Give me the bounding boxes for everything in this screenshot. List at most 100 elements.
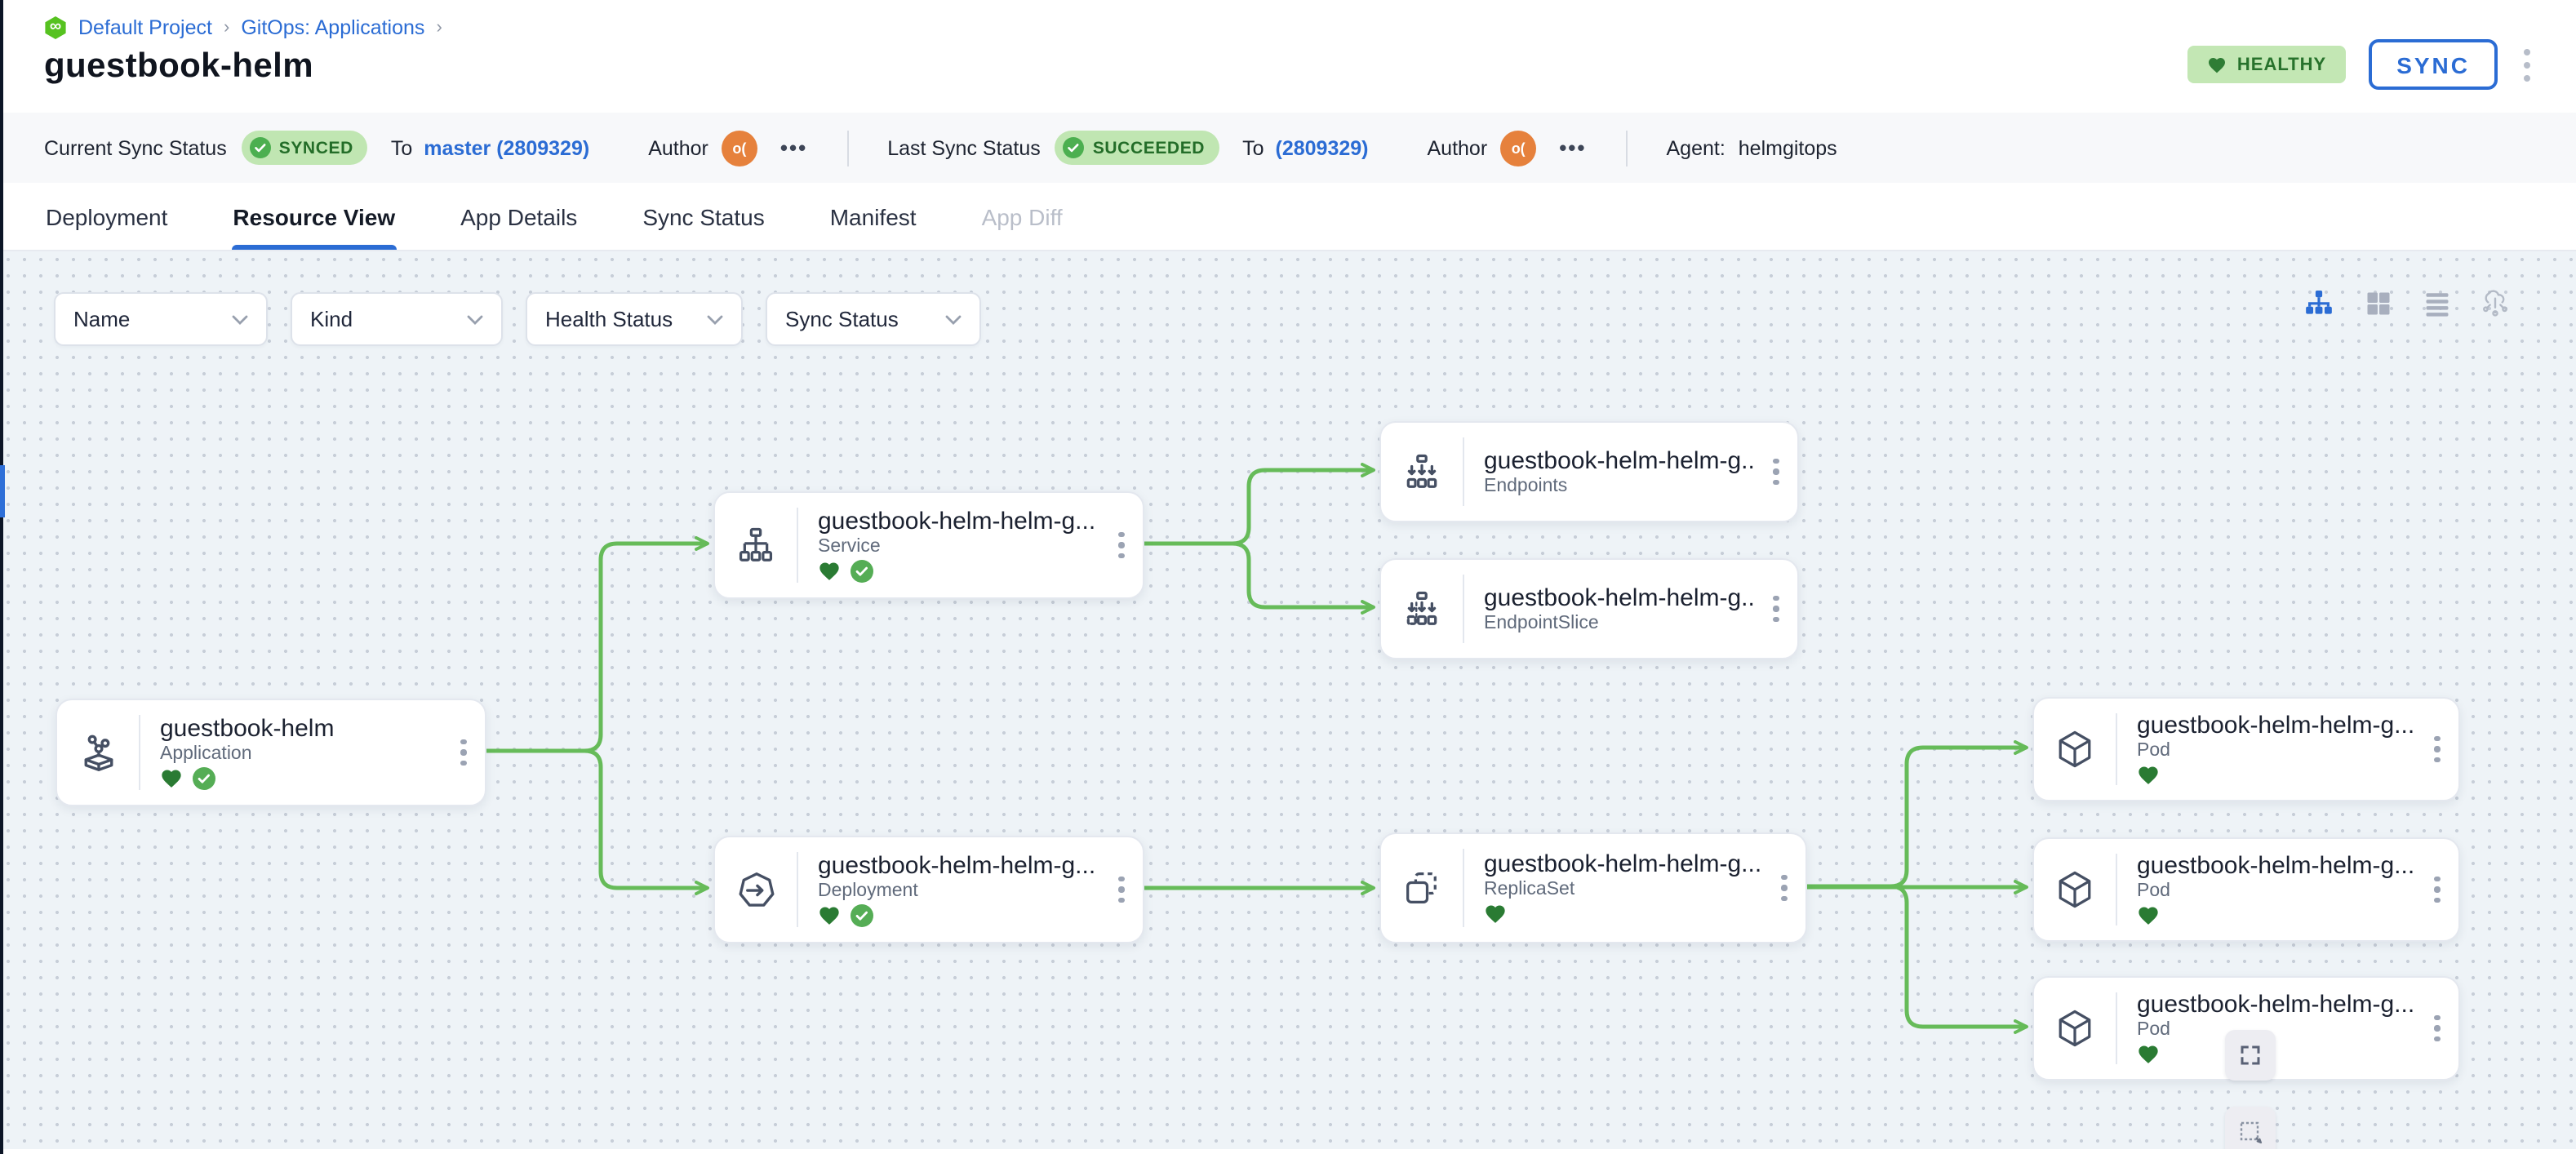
healthy-heart-icon (819, 562, 839, 580)
check-circle-icon (249, 137, 271, 158)
tab-resource-view[interactable]: Resource View (231, 183, 398, 250)
node-kind: ReplicaSet (1484, 879, 1575, 899)
commit-message-ellipsis[interactable]: ••• (1559, 135, 1587, 160)
edge-service-endpointslice (1139, 541, 1375, 615)
service-icon (715, 493, 797, 597)
synced-badge: SYNCED (241, 131, 368, 165)
to-label: To (390, 136, 413, 159)
node-menu-button[interactable] (2416, 978, 2458, 1079)
tab-manifest[interactable]: Manifest (829, 204, 917, 230)
tab-app-details[interactable]: App Details (460, 204, 578, 230)
resource-tree-canvas[interactable]: Name Kind Health Status Sync Status (0, 251, 2576, 1149)
node-menu-button[interactable] (1763, 834, 1805, 942)
health-status-filter-dropdown[interactable]: Health Status (526, 292, 743, 346)
filter-bar: Name Kind Health Status Sync Status (54, 292, 981, 346)
fullscreen-button[interactable] (2225, 1030, 2276, 1081)
node-title: guestbook-helm (160, 714, 335, 742)
heart-icon (2209, 57, 2226, 73)
node-kind: Pod (2137, 740, 2170, 760)
node-title: guestbook-helm-helm-g... (1484, 447, 1755, 475)
deployment-icon (715, 837, 797, 942)
node-deployment[interactable]: guestbook-helm-helm-g... Deployment (713, 836, 1144, 943)
edge-app-service (481, 536, 709, 753)
node-pod[interactable]: guestbook-helm-helm-g... Pod (2032, 837, 2460, 942)
synced-badge-label: SYNCED (278, 138, 353, 158)
author-avatar[interactable]: o( (721, 130, 757, 166)
node-title: guestbook-helm-helm-g... (1484, 584, 1755, 612)
sidebar-active-marker (0, 465, 5, 517)
node-title: guestbook-helm-helm-g... (2137, 711, 2415, 739)
node-menu-button[interactable] (2416, 699, 2458, 800)
list-view-icon[interactable] (2421, 287, 2452, 318)
health-status-badge: HEALTHY (2187, 46, 2347, 83)
node-menu-button[interactable] (2416, 839, 2458, 940)
edge-service-endpoints (1139, 463, 1375, 546)
node-replicaset[interactable]: guestbook-helm-helm-g... ReplicaSet (1379, 832, 1807, 943)
cluster-view-icon[interactable] (2480, 287, 2511, 318)
status-bar: Current Sync Status SYNCED To master (28… (0, 113, 2576, 183)
name-filter-dropdown[interactable]: Name (54, 292, 268, 346)
kind-filter-dropdown[interactable]: Kind (291, 292, 503, 346)
node-pod[interactable]: guestbook-helm-helm-g... Pod (2032, 697, 2460, 801)
commit-message-ellipsis[interactable]: ••• (779, 135, 808, 160)
edge-replicaset-pod3 (1801, 884, 2028, 1034)
healthy-heart-icon (162, 770, 181, 788)
node-menu-button[interactable] (442, 700, 485, 805)
current-revision-link[interactable]: master (2809329) (424, 136, 590, 159)
codefresh-logo-icon: ∞ (45, 16, 66, 39)
app-menu-button[interactable] (2520, 45, 2534, 84)
view-mode-switcher (2303, 287, 2511, 318)
node-application[interactable]: guestbook-helm Application (56, 699, 486, 806)
succeeded-badge: SUCCEEDED (1055, 131, 1220, 165)
pod-icon (2034, 978, 2116, 1079)
node-endpointslice[interactable]: guestbook-helm-helm-g... EndpointSlice (1379, 558, 1799, 659)
selection-box-button[interactable] (2225, 1107, 2276, 1149)
sync-button[interactable]: SYNC (2369, 39, 2498, 90)
sync-status-filter-dropdown[interactable]: Sync Status (766, 292, 981, 346)
node-menu-button[interactable] (1755, 423, 1797, 521)
kind-filter-label: Kind (310, 307, 353, 331)
author-label: Author (1427, 136, 1488, 159)
current-sync-label: Current Sync Status (44, 136, 227, 159)
healthy-heart-icon (1486, 905, 1505, 923)
node-title: guestbook-helm-helm-g... (818, 507, 1096, 535)
author-label: Author (648, 136, 708, 159)
tree-view-icon[interactable] (2303, 287, 2334, 318)
node-title: guestbook-helm-helm-g... (2137, 990, 2415, 1018)
node-kind: Endpoints (1484, 477, 1568, 496)
divider (1625, 130, 1628, 166)
breadcrumb-project-link[interactable]: Default Project (78, 16, 212, 39)
to-label: To (1242, 136, 1264, 159)
last-sync-label: Last Sync Status (887, 136, 1041, 159)
agent-label: Agent: (1666, 136, 1725, 159)
node-kind: Deployment (818, 881, 918, 900)
fullscreen-icon (2241, 1045, 2260, 1065)
chevron-down-icon (945, 314, 962, 324)
grid-view-icon[interactable] (2362, 287, 2393, 318)
healthy-heart-icon (2139, 907, 2158, 925)
name-filter-label: Name (73, 307, 131, 331)
succeeded-badge-label: SUCCEEDED (1092, 138, 1206, 158)
node-kind: Application (160, 743, 252, 763)
collapsed-sidebar-edge[interactable] (0, 0, 3, 1154)
tab-sync-status[interactable]: Sync Status (642, 204, 765, 230)
healthy-heart-icon (2139, 766, 2158, 784)
divider (846, 130, 849, 166)
tab-deployment[interactable]: Deployment (46, 204, 168, 230)
endpoints-icon (1381, 423, 1463, 521)
node-service[interactable]: guestbook-helm-helm-g... Service (713, 491, 1144, 599)
breadcrumb-applications-link[interactable]: GitOps: Applications (241, 16, 425, 39)
page-title: guestbook-helm (44, 47, 313, 85)
sync-status-filter-label: Sync Status (785, 307, 899, 331)
node-kind: Service (818, 536, 881, 556)
agent-value: helmgitops (1738, 136, 1837, 159)
replicaset-icon (1381, 834, 1463, 942)
pod-icon (2034, 699, 2116, 800)
author-avatar[interactable]: o( (1500, 130, 1537, 166)
node-menu-button[interactable] (1755, 560, 1797, 658)
node-endpoints[interactable]: guestbook-helm-helm-g... Endpoints (1379, 421, 1799, 522)
node-menu-button[interactable] (1100, 493, 1143, 597)
node-menu-button[interactable] (1100, 837, 1143, 942)
healthy-heart-icon (2139, 1045, 2158, 1063)
last-revision-link[interactable]: (2809329) (1275, 136, 1369, 159)
